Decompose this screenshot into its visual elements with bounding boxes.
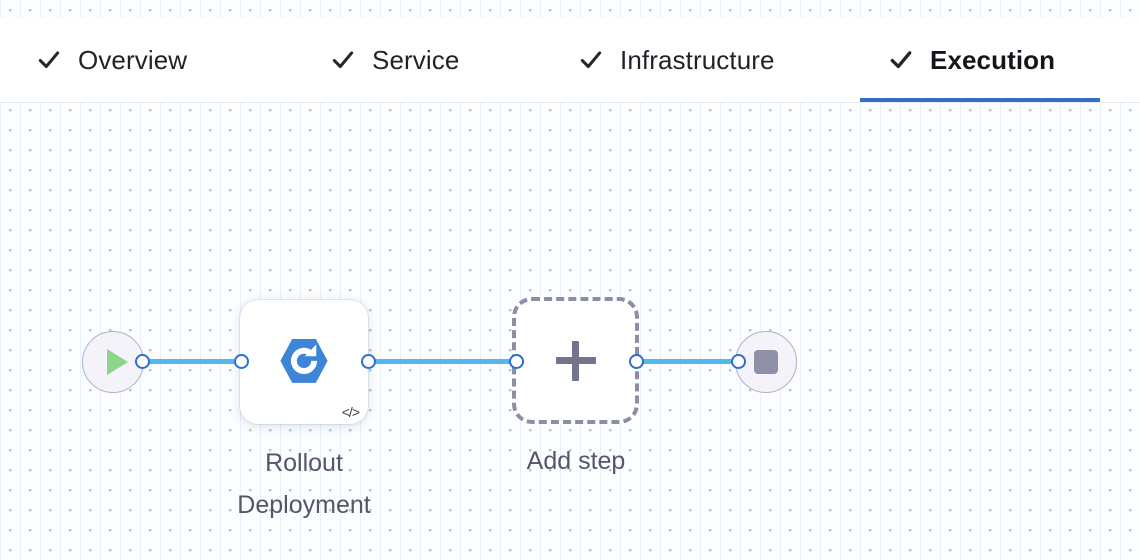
stop-icon [754,350,778,374]
play-icon [106,349,128,375]
tab-service-label: Service [372,44,460,75]
port-deployment-output[interactable] [361,354,376,369]
tab-overview-label: Overview [78,44,188,75]
check-icon [580,51,602,69]
tab-execution-label: Execution [930,44,1056,75]
port-start-output[interactable] [135,354,150,369]
port-addstep-output[interactable] [629,354,644,369]
flow-node-add-step[interactable] [512,297,639,424]
flow-node-rollout-deployment-label: Rollout Deployment [237,449,371,519]
port-addstep-input[interactable] [509,354,524,369]
check-icon [38,51,60,69]
edge-deployment-to-addstep[interactable] [366,359,518,364]
plus-icon [555,340,596,381]
port-deployment-input[interactable] [234,354,249,369]
flow-node-add-step-label: Add step [526,447,626,475]
flow-node-start[interactable] [82,331,144,393]
check-icon [890,51,912,69]
tab-infrastructure-label: Infrastructure [620,44,775,75]
edge-addstep-to-end[interactable] [634,359,742,364]
tab-execution[interactable]: Execution [860,18,1100,102]
code-badge-icon[interactable]: </> [341,404,360,420]
flow-node-rollout-deployment[interactable]: </> [240,300,368,424]
edge-start-to-deployment[interactable] [140,359,244,364]
check-icon [332,51,354,69]
tab-overview[interactable]: Overview [36,18,187,102]
port-end-input[interactable] [731,354,746,369]
tab-infrastructure[interactable]: Infrastructure [578,18,775,102]
tab-service[interactable]: Service [330,18,459,102]
pipeline-stage-tabbar: Overview Service Infrastructure Executio… [0,18,1140,102]
rollout-deployment-icon [280,338,328,383]
